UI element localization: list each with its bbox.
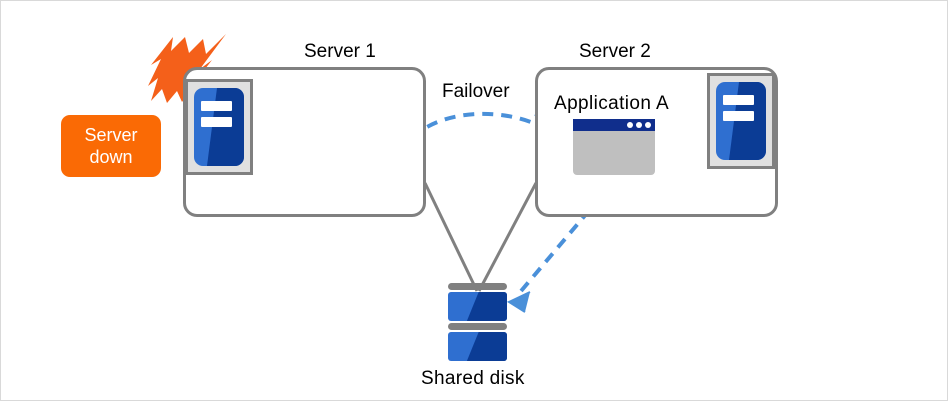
disk-separator-top xyxy=(448,283,507,290)
server-icon-body xyxy=(194,88,244,166)
window-dot-3 xyxy=(645,122,651,128)
server2-title: Server 2 xyxy=(579,41,651,62)
disk-platter-1 xyxy=(448,292,507,321)
server-icon-shade xyxy=(729,82,766,160)
disk-platter-shade xyxy=(466,292,507,321)
disk-separator-middle xyxy=(448,323,507,330)
failover-label: Failover xyxy=(442,81,510,102)
server-icon-slot-bottom xyxy=(722,110,754,121)
server-icon-slot-bottom xyxy=(200,116,232,127)
window-dot-2 xyxy=(636,122,642,128)
disk-platter-2 xyxy=(448,332,507,361)
application-window-icon[interactable] xyxy=(573,119,655,175)
failover-arrow xyxy=(410,111,546,140)
server-down-line2: down xyxy=(89,147,133,167)
lightning-bolt-icon xyxy=(148,34,226,103)
server-icon-slot-top xyxy=(200,101,232,112)
server-down-line1: Server xyxy=(84,125,138,145)
disk-platter-shade xyxy=(466,332,507,361)
application-window-titlebar xyxy=(573,119,655,131)
server-icon-body xyxy=(716,82,766,160)
server-down-badge[interactable]: Server down xyxy=(61,115,161,177)
connector-server2-to-disk xyxy=(477,182,538,292)
connector-server1-to-disk xyxy=(423,182,479,292)
server1-machine-icon xyxy=(185,79,253,175)
server1-title: Server 1 xyxy=(304,41,376,62)
server-icon-slot-top xyxy=(722,95,754,106)
window-dot-1 xyxy=(627,122,633,128)
server-icon-shade xyxy=(207,88,244,166)
server1-box[interactable] xyxy=(183,67,426,217)
shared-disk-icon[interactable] xyxy=(448,283,507,363)
server2-machine-icon xyxy=(707,73,775,169)
disk-access-arrowhead xyxy=(506,291,531,313)
shared-disk-label: Shared disk xyxy=(421,368,525,389)
application-window-body xyxy=(573,131,655,175)
application-a-label: Application A xyxy=(554,93,670,114)
